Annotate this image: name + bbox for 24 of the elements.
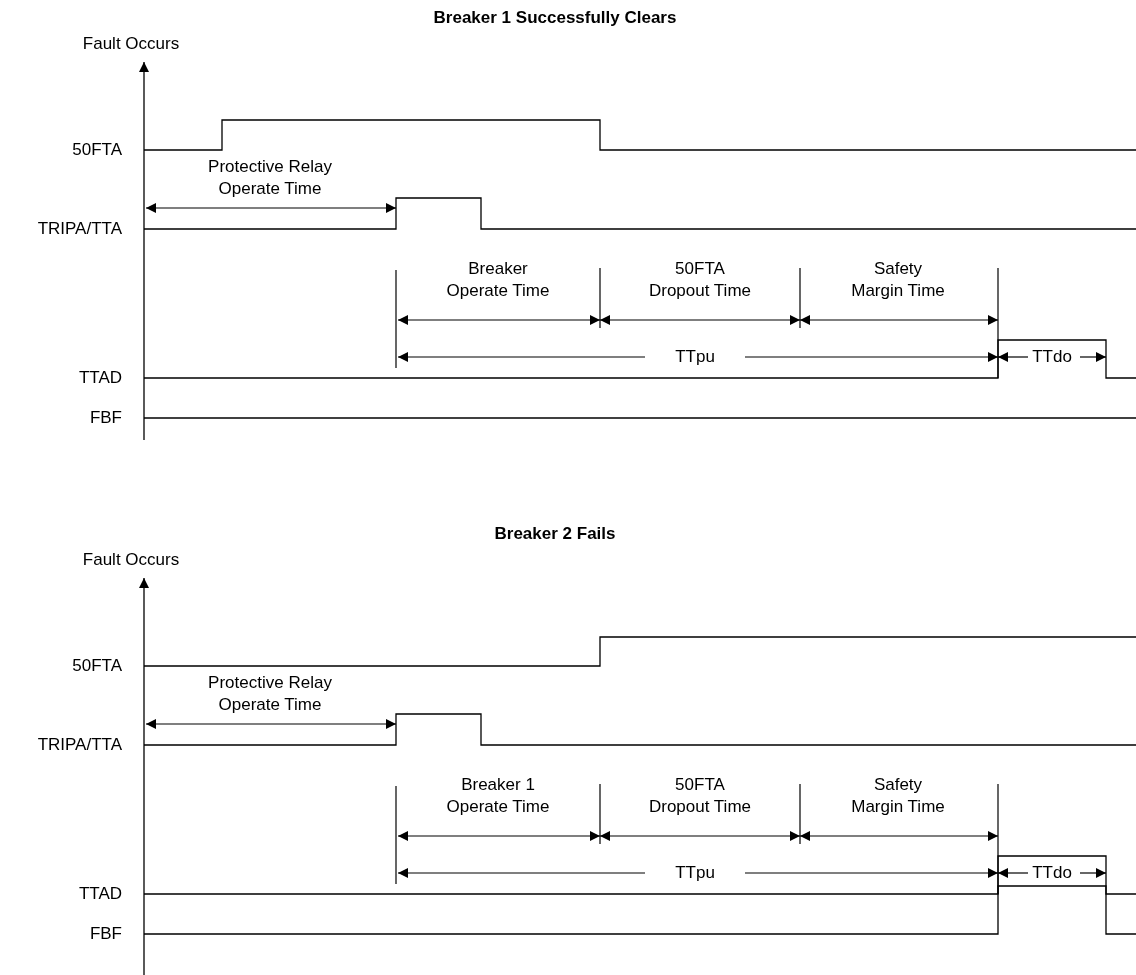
dimension-label: Protective Relay Operate Time (207, 156, 333, 200)
dimension-label: Safety Margin Time (850, 774, 946, 818)
dimension-label: 50FTA Dropout Time (647, 774, 752, 818)
signal-label: 50FTA (72, 655, 122, 677)
dimension-label: TTdo (1032, 346, 1072, 368)
dimension-label: Breaker Operate Time (445, 258, 551, 302)
signal-label: TRIPA/TTA (37, 734, 122, 756)
axis-label: Fault Occurs (82, 33, 180, 55)
dimension-label: TTpu (675, 346, 715, 368)
dimension-label: Breaker 1 Operate Time (445, 774, 551, 818)
dimension-label: Safety Margin Time (850, 258, 946, 302)
signal-label: FBF (89, 407, 122, 429)
dimension-label: 50FTA Dropout Time (647, 258, 752, 302)
dimension-label: Protective Relay Operate Time (207, 672, 333, 716)
signal-label: TTAD (78, 883, 122, 905)
signal-label: 50FTA (72, 139, 122, 161)
signal-label: FBF (89, 923, 122, 945)
chart-title: Breaker 1 Successfully Clears (433, 7, 677, 29)
dimension-label: TTpu (675, 862, 715, 884)
chart-title: Breaker 2 Fails (494, 523, 616, 545)
signal-label: TTAD (78, 367, 122, 389)
axis-label: Fault Occurs (82, 549, 180, 571)
dimension-label: TTdo (1032, 862, 1072, 884)
signal-label: TRIPA/TTA (37, 218, 122, 240)
